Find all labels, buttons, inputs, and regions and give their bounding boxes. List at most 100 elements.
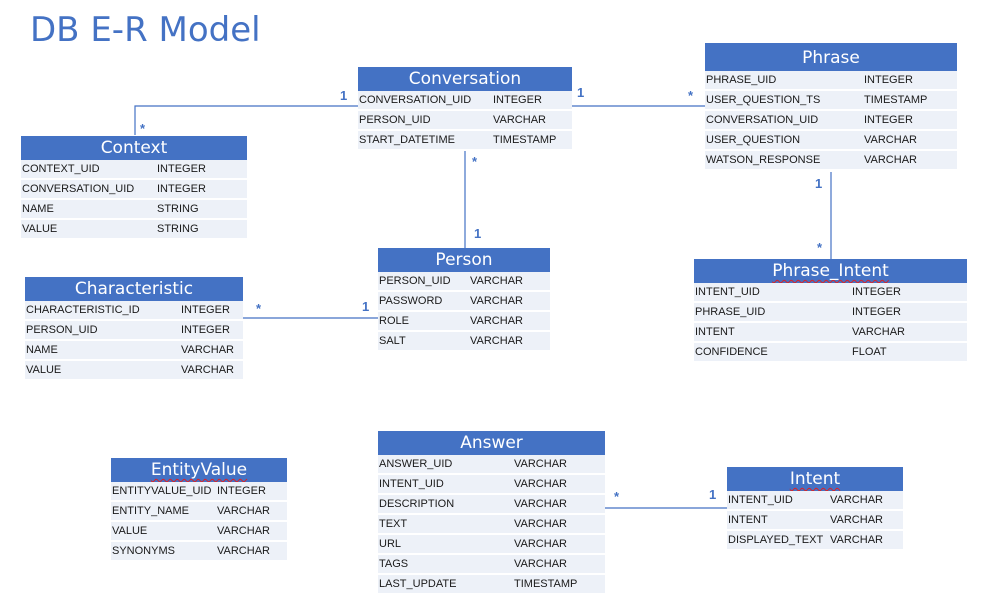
field-type: VARCHAR — [514, 498, 567, 510]
entity-header: Answer — [378, 431, 605, 455]
field-name: PASSWORD — [379, 295, 443, 307]
field-type: INTEGER — [493, 94, 542, 106]
field-name: DISPLAYED_TEXT — [728, 534, 824, 546]
field-name: NAME — [22, 203, 54, 215]
field-name: INTENT — [695, 326, 735, 338]
field-type: TIMESTAMP — [493, 134, 557, 146]
phraseintent-many-label: * — [817, 240, 823, 255]
field-type: VARCHAR — [830, 494, 883, 506]
field-name: WATSON_RESPONSE — [706, 154, 821, 166]
field-type: VARCHAR — [470, 295, 523, 307]
field-name: ENTITYVALUE_UID — [112, 485, 212, 497]
field-name: PERSON_UID — [359, 114, 431, 126]
field-name: CONVERSATION_UID — [22, 183, 135, 195]
field-row: USER_QUESTION_TS TIMESTAMP — [705, 91, 957, 111]
field-type: INTEGER — [181, 324, 230, 336]
field-type: VARCHAR — [830, 534, 883, 546]
field-row: CONTEXT_UID INTEGER — [21, 160, 247, 180]
field-type: INTEGER — [157, 163, 206, 175]
entity-header: Intent — [727, 467, 903, 491]
field-type: TIMESTAMP — [864, 94, 928, 106]
person-one-label: 1 — [474, 226, 482, 241]
entity-header: EntityValue — [111, 458, 287, 482]
field-name: CONVERSATION_UID — [706, 114, 819, 126]
field-row: INTENT_UID INTEGER — [694, 283, 967, 303]
entity-context: Context CONTEXT_UID INTEGER CONVERSATION_U… — [21, 136, 247, 240]
field-name: USER_QUESTION_TS — [706, 94, 821, 106]
field-name: LAST_UPDATE — [379, 578, 457, 590]
field-name: INTENT_UID — [728, 494, 793, 506]
conversation-one-label: 1 — [340, 88, 348, 103]
field-row: VALUE VARCHAR — [111, 522, 287, 542]
field-type: INTEGER — [852, 286, 901, 298]
field-type: VARCHAR — [181, 344, 234, 356]
field-name: VALUE — [112, 525, 148, 537]
entity-header: Phrase_Intent — [694, 259, 967, 283]
field-name: CHARACTERISTIC_ID — [26, 304, 140, 316]
characteristic-many-label: * — [256, 301, 262, 316]
field-name: PHRASE_UID — [706, 74, 777, 86]
field-type: VARCHAR — [217, 525, 270, 537]
field-type: INTEGER — [852, 306, 901, 318]
field-type: VARCHAR — [514, 458, 567, 470]
field-name: CONFIDENCE — [695, 346, 768, 358]
field-name: USER_QUESTION — [706, 134, 801, 146]
entity-header: Characteristic — [25, 277, 243, 301]
field-row: NAME VARCHAR — [25, 341, 243, 361]
field-name: INTENT_UID — [379, 478, 444, 490]
field-type: VARCHAR — [864, 134, 917, 146]
field-name: PERSON_UID — [26, 324, 98, 336]
phrase-many-label: * — [688, 88, 694, 103]
entity-header: Context — [21, 136, 247, 160]
field-type: VARCHAR — [181, 364, 234, 376]
field-name: NAME — [26, 344, 58, 356]
field-type: VARCHAR — [217, 505, 270, 517]
field-name: SYNONYMS — [112, 545, 175, 557]
conversation-person-many-label: * — [472, 154, 478, 169]
field-type: STRING — [157, 223, 199, 235]
context-conversation-line — [134, 105, 360, 135]
field-name: CONTEXT_UID — [22, 163, 100, 175]
phrase-one-label: 1 — [815, 176, 823, 191]
field-name: SALT — [379, 335, 406, 347]
field-type: INTEGER — [217, 485, 266, 497]
field-name: TAGS — [379, 558, 409, 570]
field-row: PERSON_UID INTEGER — [25, 321, 243, 341]
field-name: INTENT — [728, 514, 768, 526]
diagram-title: DB E-R Model — [30, 10, 261, 50]
field-type: VARCHAR — [514, 478, 567, 490]
field-row: CONFIDENCE FLOAT — [694, 343, 967, 363]
intent-one-label: 1 — [709, 487, 717, 502]
field-name: VALUE — [26, 364, 62, 376]
field-type: VARCHAR — [514, 518, 567, 530]
field-row: LAST_UPDATE TIMESTAMP — [378, 575, 605, 595]
field-type: FLOAT — [852, 346, 887, 358]
field-name: INTENT_UID — [695, 286, 760, 298]
field-type: TIMESTAMP — [514, 578, 578, 590]
field-type: INTEGER — [181, 304, 230, 316]
field-name: PERSON_UID — [379, 275, 451, 287]
